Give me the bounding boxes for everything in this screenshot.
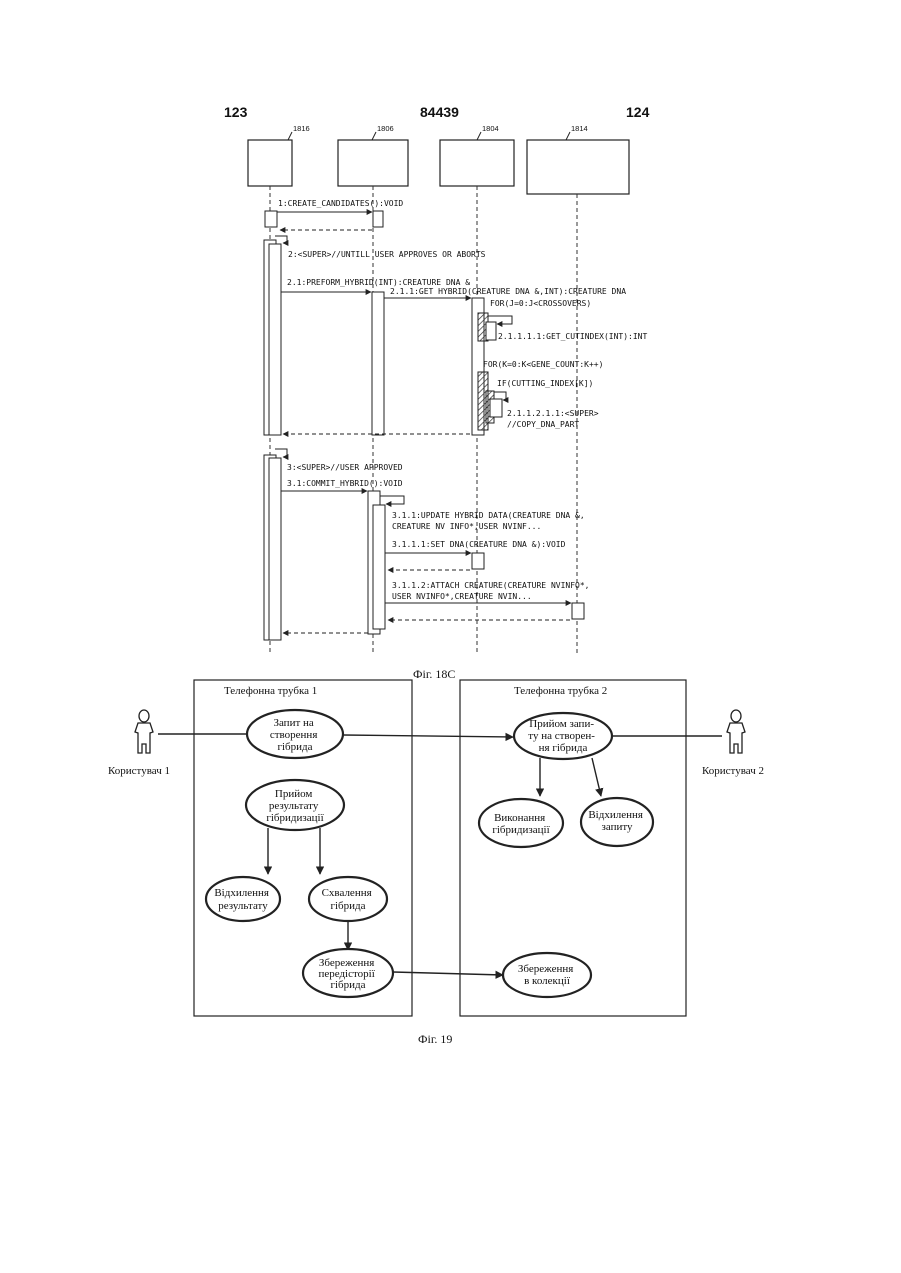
message-3-1: 3.1:COMMIT_HYBRID():VOID	[287, 479, 403, 488]
message-3-1-1-line1: 3.1.1:UPDATE HYBRID DATA(CREATURE DNA &,	[392, 511, 585, 520]
activation-1806-m21	[372, 292, 384, 435]
handset-2-title: Телефонна трубка 2	[514, 685, 607, 697]
usecase-reject-result	[206, 877, 280, 921]
activation-1806-m31-inner	[373, 505, 385, 629]
usecase-receive-request-label: Прийом запи- ту на створен- ня гібрида	[528, 718, 597, 754]
message-2-1-1: 2.1.1:GET HYBRID(CREATURE DNA &,INT):CRE…	[390, 287, 626, 296]
message-3-1-1-2-line2: USER NVINFO*,CREATURE NVIN...	[392, 592, 532, 601]
association-request-receive	[343, 735, 513, 737]
loop-gene-count: FOR(K=0:K<GENE_COUNT:K++)	[483, 360, 603, 369]
usecase-perform-hybridization-label: Виконання гібридизації	[492, 812, 550, 836]
message-2-1-1-1-1: 2.1.1.1.1:GET_CUTINDEX(INT):INT	[498, 332, 647, 341]
user-2-actor-icon	[727, 710, 745, 753]
activation-1816-m3-inner	[269, 458, 281, 640]
message-2: 2:<SUPER>//UNTILL USER APPROVES OR ABORT…	[288, 250, 486, 259]
message-1: 1:CREATE_CANDIDATES():VOID	[278, 199, 403, 208]
message-3-1-1-line2: CREATURE NV INFO*,USER NVINF...	[392, 522, 541, 531]
association-save-collection	[393, 972, 503, 975]
message-copy-dna: //COPY_DNA_PART	[507, 420, 579, 429]
object-box-1814	[527, 140, 629, 194]
message-3-1-1-2-line1: 3.1.1.2:ATTACH CREATURE(CREATURE NVINFO*…	[392, 581, 589, 590]
include-reject-request	[592, 758, 601, 796]
message-2-1: 2.1:PREFORM_HYBRID(INT):CREATURE DNA &	[287, 278, 470, 287]
object-box-1804	[440, 140, 514, 186]
activation-1816-m2-inner	[269, 244, 281, 435]
activation-1814-attach	[572, 603, 584, 619]
message-3-1-1-1: 3.1.1.1:SET DNA(CREATURE DNA &):VOID	[392, 540, 566, 549]
loop-crossovers: FOR(J=0:J<CROSSOVERS)	[490, 299, 591, 308]
if-cutting-index: IF(CUTTING_INDEX[K])	[497, 379, 593, 388]
object-tag-1804: 1804	[482, 124, 499, 133]
usecase-approve-hybrid	[309, 877, 387, 921]
usecase-reject-result-label: Відхилення результату	[214, 887, 271, 912]
figure-caption-19: Фіг. 19	[418, 1032, 452, 1046]
user-2-label: Користувач 2	[702, 765, 764, 777]
use-case-diagram: Телефонна трубка 1 Телефонна трубка 2 Ко…	[108, 680, 764, 1046]
object-box-1816	[248, 140, 292, 186]
object-tag-1806: 1806	[377, 124, 394, 133]
handset-1-title: Телефонна трубка 1	[224, 685, 317, 697]
sequence-diagram: 1816 1806 1804 1814 1:CREATE_CANDIDATES(…	[248, 124, 647, 681]
user-1-actor-icon	[135, 710, 153, 753]
figure-caption-18c: Фіг. 18С	[413, 667, 455, 681]
activation-1804-copy	[490, 399, 502, 417]
user-1-label: Користувач 1	[108, 765, 170, 777]
object-box-1806	[338, 140, 408, 186]
activation-1804-setdna	[472, 553, 484, 569]
self-arrow-2	[275, 236, 287, 243]
object-tag-1814: 1814	[571, 124, 588, 133]
message-3: 3:<SUPER>//USER APPROVED	[287, 463, 403, 472]
self-arrow-3	[275, 449, 287, 457]
activation-1806-m1	[373, 211, 383, 227]
usecase-save-collection-label: Збереження в колекції	[518, 963, 576, 987]
activation-1804-cutindex	[486, 322, 496, 340]
object-tag-1816: 1816	[293, 124, 310, 133]
self-arrow-3-1-1	[380, 496, 404, 504]
message-2-1-1-2-1-1: 2.1.1.2.1.1:<SUPER>	[507, 409, 599, 418]
activation-1816-m1	[265, 211, 277, 227]
